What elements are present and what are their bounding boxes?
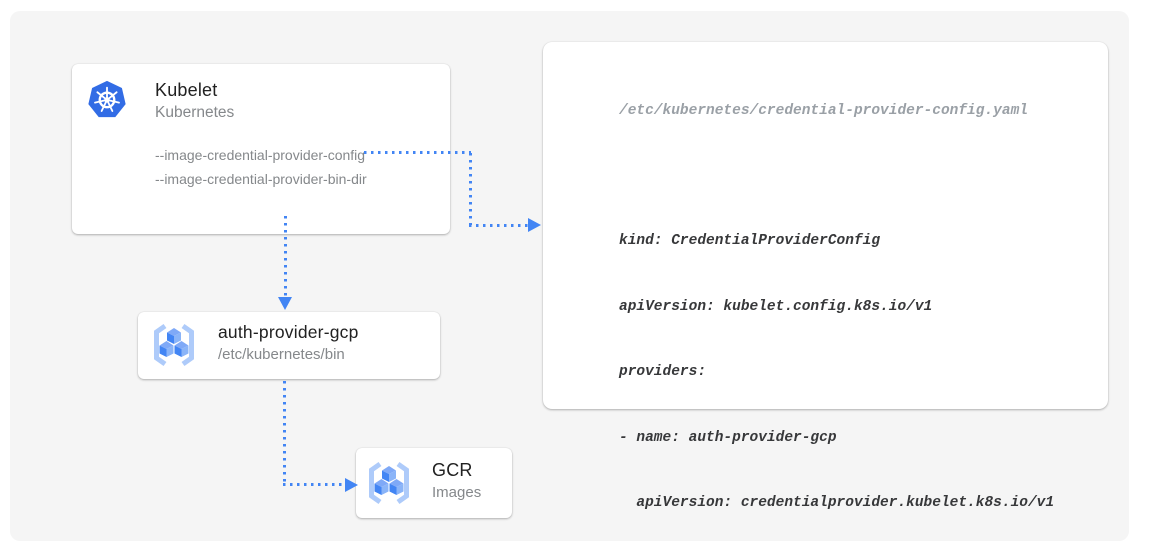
gcr-icon <box>369 461 409 505</box>
auth-provider-gcp-card: auth-provider-gcp /etc/kubernetes/bin <box>138 312 440 379</box>
kubelet-node-card: Kubelet Kubernetes --image-credential-pr… <box>72 64 450 234</box>
arrowhead-right-icon <box>345 478 358 492</box>
gcr-subtitle: Images <box>432 484 482 501</box>
connector-auth-provider-to-gcr-segment <box>283 483 345 486</box>
yaml-line: kind: CredentialProviderConfig <box>619 233 881 250</box>
yaml-code-block: /etc/kubernetes/credential-provider-conf… <box>619 57 1054 556</box>
kubelet-flag-credential-provider-config: --image-credential-provider-config <box>155 147 366 163</box>
auth-provider-path: /etc/kubernetes/bin <box>218 346 345 363</box>
kubelet-flag-credential-provider-bin-dir: --image-credential-provider-bin-dir <box>155 171 367 187</box>
arrowhead-down-icon <box>278 297 292 310</box>
yaml-line: - name: auth-provider-gcp <box>619 429 837 446</box>
gcr-title: GCR <box>432 460 473 480</box>
gcr-images-card: GCR Images <box>356 448 512 518</box>
auth-provider-title: auth-provider-gcp <box>218 322 359 342</box>
kubelet-subtitle: Kubernetes <box>155 104 235 121</box>
yaml-line: apiVersion: kubelet.config.k8s.io/v1 <box>619 298 933 315</box>
connector-config-to-yaml-segment <box>364 151 471 154</box>
code-blank-line <box>619 166 1054 188</box>
kubelet-title: Kubelet <box>155 80 218 100</box>
connector-config-to-yaml-segment <box>469 224 528 227</box>
credential-provider-config-card: /etc/kubernetes/credential-provider-conf… <box>543 42 1108 511</box>
yaml-line: apiVersion: credentialprovider.kubelet.k… <box>619 494 1055 511</box>
connector-config-to-yaml-segment <box>469 153 472 225</box>
yaml-line: providers: <box>619 364 707 381</box>
gcr-icon <box>154 323 194 367</box>
connector-kubelet-to-auth-provider-segment <box>284 216 287 298</box>
arrowhead-right-icon <box>528 218 541 232</box>
kubernetes-logo-icon <box>88 80 126 118</box>
connector-auth-provider-to-gcr-segment <box>283 381 286 484</box>
config-file-path: /etc/kubernetes/credential-provider-conf… <box>619 102 1028 119</box>
